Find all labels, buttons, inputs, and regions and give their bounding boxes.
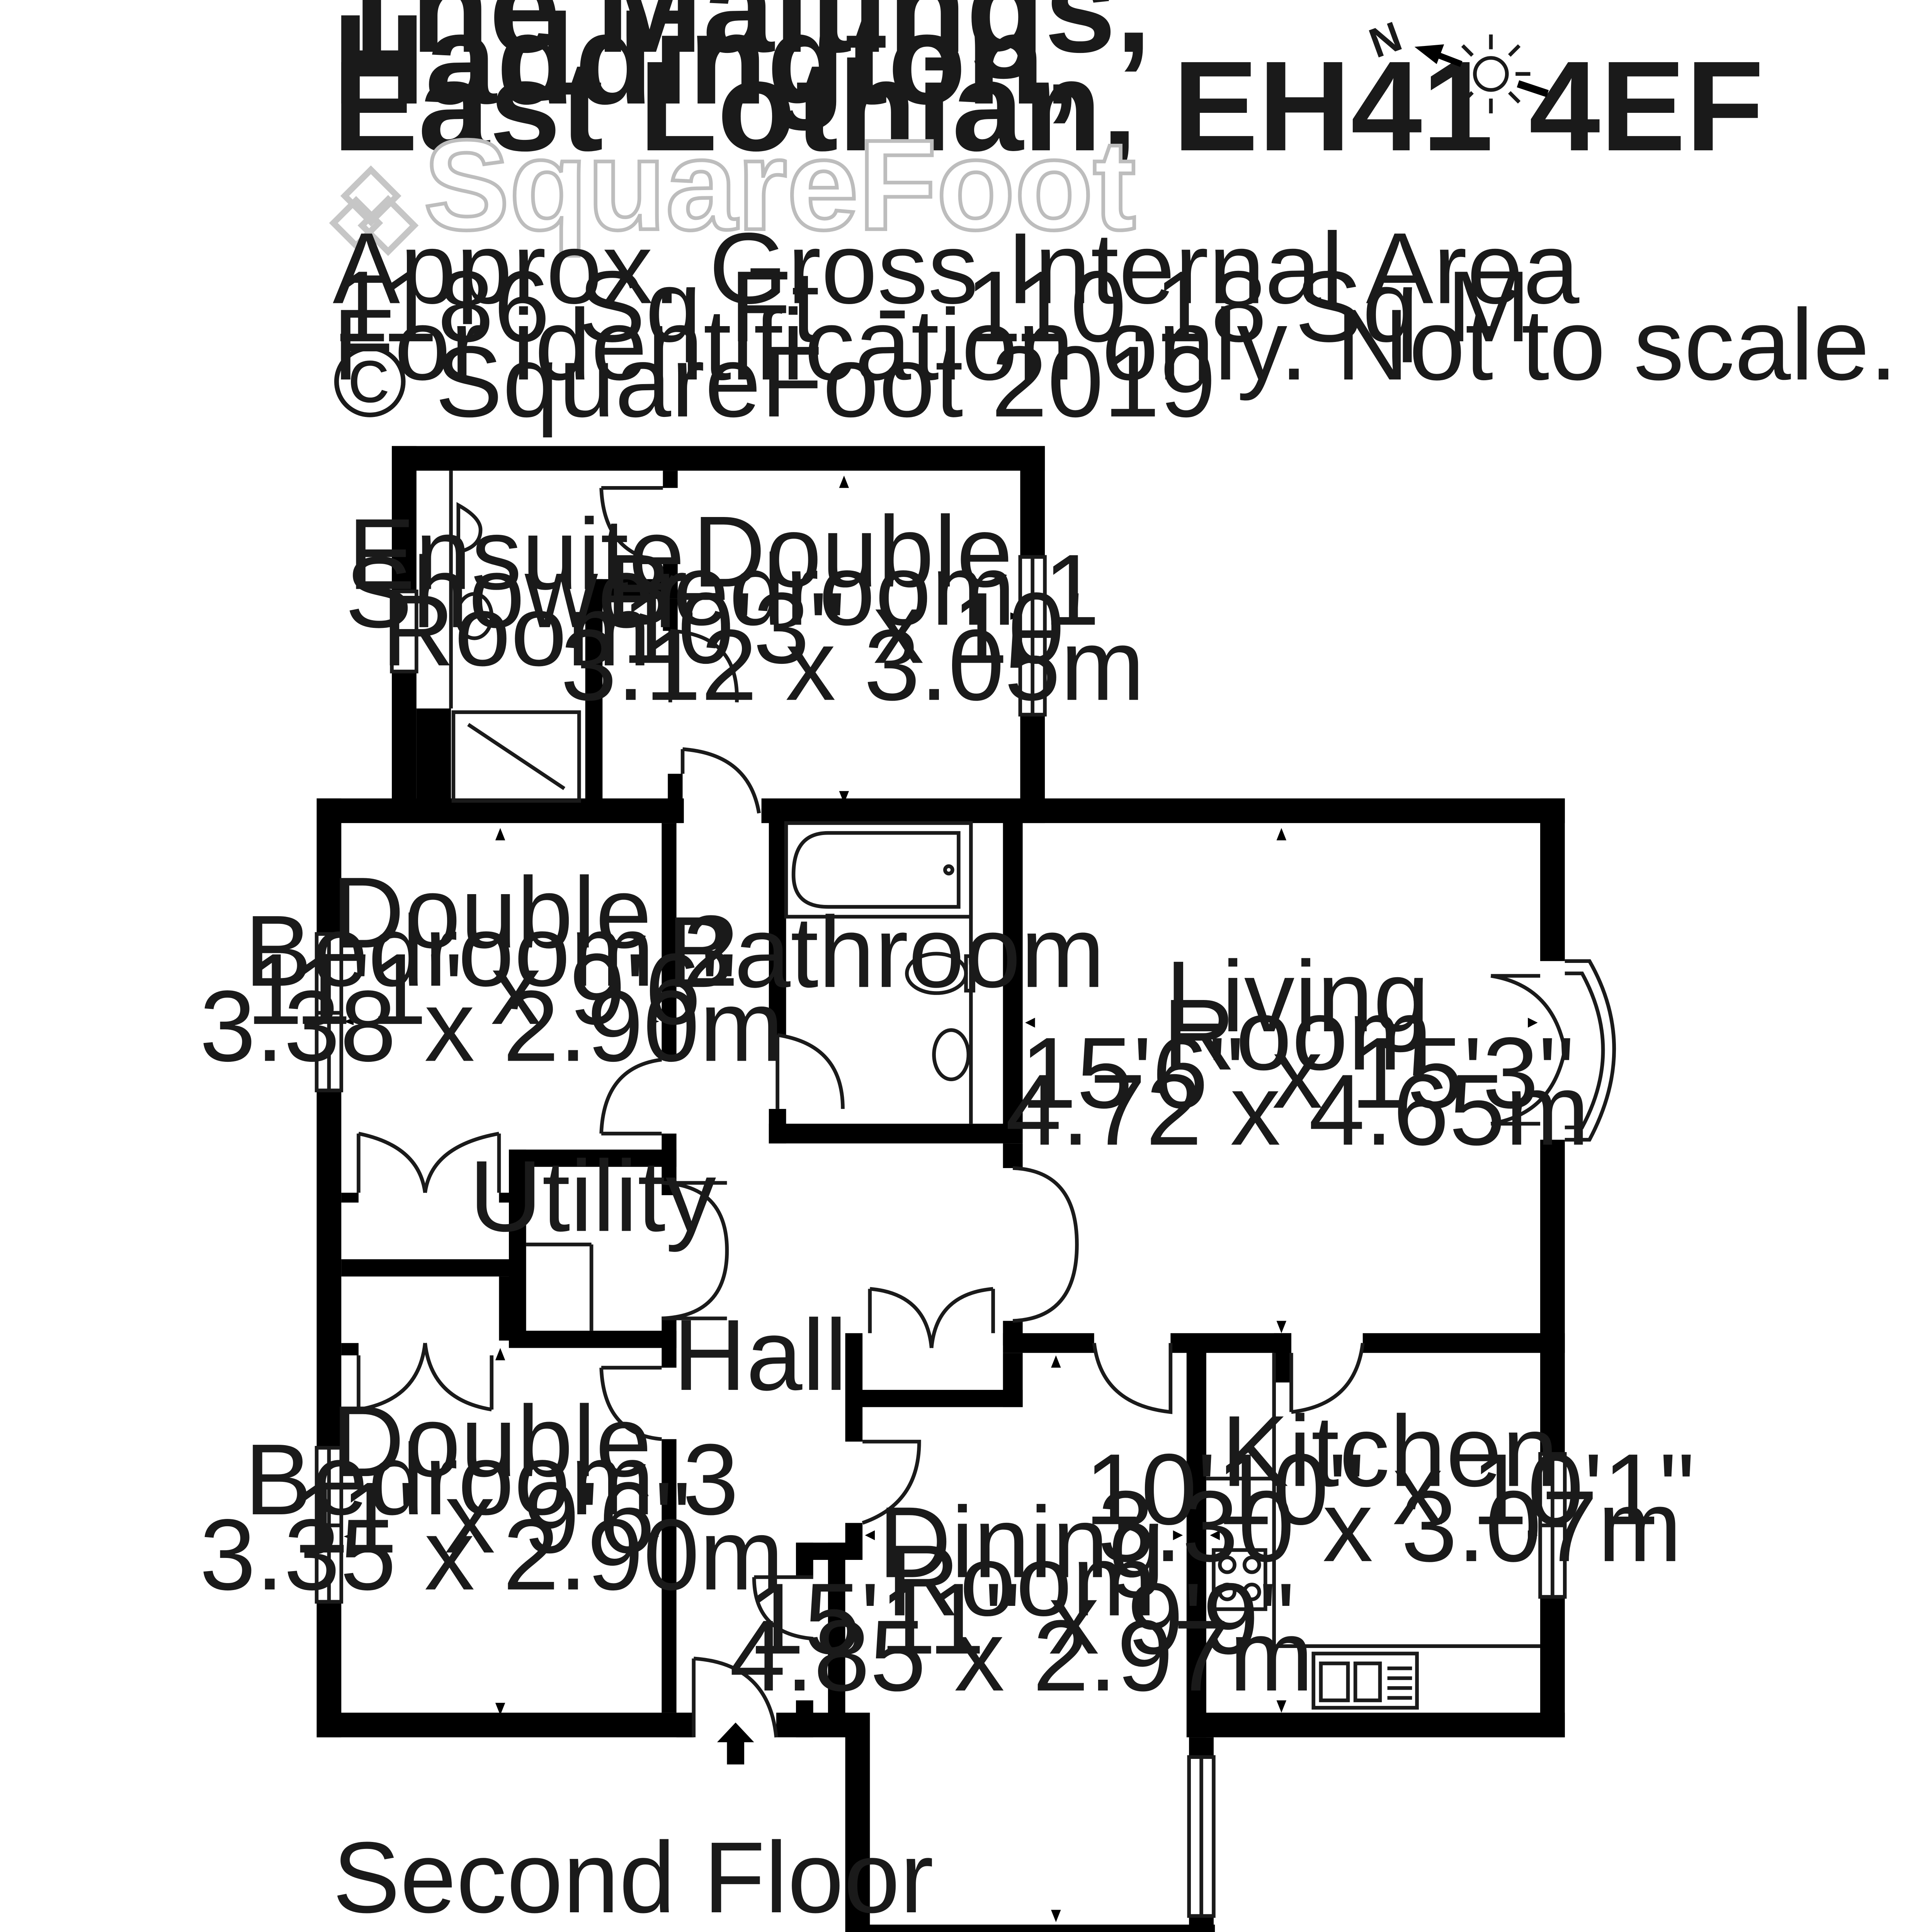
room-bedroom-1: Double Bedroom 1 10'3" x 10' 3.12 x 3.05… xyxy=(561,495,1145,721)
door xyxy=(668,629,739,702)
entrance-arrow-icon xyxy=(717,1722,754,1765)
door xyxy=(358,1131,500,1193)
door xyxy=(1012,1166,1079,1323)
room-label: Bedroom 3 xyxy=(245,1423,739,1536)
room-dimensions-metric: 3.30 x 3.07m xyxy=(1098,1470,1682,1583)
door xyxy=(680,747,761,814)
windows xyxy=(315,555,1616,1918)
room-label: Double xyxy=(332,1385,652,1498)
room-label: Hall xyxy=(673,1299,847,1412)
room-bedroom-2: Double Bedroom 2 11'1" x 9'6" 3.38 x 2.9… xyxy=(200,856,784,1082)
room-dimensions-metric: 3.12 x 3.05m xyxy=(561,609,1145,721)
squarefoot-logo: SquareFoot xyxy=(329,112,1138,259)
door xyxy=(599,486,663,564)
room-bedroom-3: Double Bedroom 3 11' x 9'6" 3.35 x 2.90m xyxy=(200,1385,784,1611)
door xyxy=(862,1440,921,1525)
floor-label: Second Floor xyxy=(333,1821,934,1932)
shower-tray-icon xyxy=(451,710,581,803)
room-dimensions-imperial: 10'3" x 10' xyxy=(622,572,1084,685)
area-value: 1186 Sq Ft - 110.18 Sq M xyxy=(333,250,1531,363)
scale-note: For identification only. Not to scale. xyxy=(333,288,1898,401)
room-utility: Utility xyxy=(469,1140,716,1253)
doors xyxy=(357,486,1567,1738)
room-ensuite: Ensuite Shower Room xyxy=(345,498,688,687)
logo-diamond-icon xyxy=(329,165,419,256)
room-label: Utility xyxy=(469,1140,716,1253)
door xyxy=(358,1343,492,1412)
bath-icon xyxy=(791,831,961,909)
room-label: Double xyxy=(692,495,1013,608)
room-dimensions-imperial: 10'10" x 10'1" xyxy=(1085,1433,1695,1546)
room-label: Double xyxy=(332,856,652,969)
fixtures xyxy=(449,471,1540,1710)
address-line-1: The Maltings, xyxy=(333,0,1151,80)
room-dimensions-imperial: 15'11" x 9'9" xyxy=(748,1562,1295,1675)
door xyxy=(692,1656,778,1738)
address-line-3: East Lothian, EH41 4EF xyxy=(333,35,1764,178)
door xyxy=(1289,1343,1365,1414)
room-label: Dining xyxy=(878,1486,1165,1599)
door xyxy=(1490,974,1567,1126)
room-kitchen: Kitchen 10'10" x 10'1" 3.30 x 3.07m xyxy=(1085,1395,1695,1583)
door xyxy=(869,1287,993,1348)
room-dimensions-imperial: 11'1" x 9'6" xyxy=(247,933,737,1046)
window xyxy=(390,589,418,673)
toilet-icon xyxy=(456,502,483,554)
room-living: Living Room 15'6" x 15'3" 4.72 x 4.65m xyxy=(1005,940,1590,1166)
room-label: Living xyxy=(1165,940,1429,1053)
room-label: Shower xyxy=(345,536,688,649)
room-label: Room xyxy=(1163,978,1432,1091)
room-dimensions-metric: 4.72 x 4.65m xyxy=(1005,1053,1590,1166)
room-dining: Dining Room 15'11" x 9'9" 4.85 x 2.97m xyxy=(730,1486,1314,1712)
room-dimensions-metric: 3.35 x 2.90m xyxy=(200,1498,784,1611)
room-dimensions-imperial: 15'6" x 15'3" xyxy=(1020,1017,1575,1129)
room-dimensions-imperial: 11' x 9'6" xyxy=(293,1461,691,1574)
copyright: © SquareFoot 2019 xyxy=(333,325,1216,439)
sun-icon xyxy=(1451,34,1531,114)
logo-text: SquareFoot xyxy=(424,114,1136,257)
door xyxy=(599,1058,662,1136)
hob-icon xyxy=(1212,1548,1267,1611)
room-dimensions-metric: 3.38 x 2.90m xyxy=(200,970,784,1083)
area-label: Approx. Gross Internal Area xyxy=(333,212,1580,325)
room-dimensions-metric: 4.85 x 2.97m xyxy=(730,1599,1314,1712)
room-label: Bathroom xyxy=(667,896,1105,1009)
room-bathroom: Bathroom xyxy=(667,896,1105,1009)
walls xyxy=(316,446,1565,1932)
basin-icon xyxy=(455,592,494,640)
door xyxy=(776,1033,845,1109)
sink-icon xyxy=(1311,1651,1419,1710)
door xyxy=(1092,1343,1173,1414)
door xyxy=(599,1366,662,1441)
room-label: Ensuite xyxy=(348,498,685,611)
room-label: Kitchen xyxy=(1221,1395,1558,1508)
basin-icon xyxy=(932,1028,971,1082)
dimension-arrows xyxy=(344,475,1538,1922)
address-line-2: Haddington, xyxy=(333,0,1080,131)
room-label: Room xyxy=(381,574,651,687)
room-label: Room xyxy=(887,1524,1156,1637)
bay-window xyxy=(1565,959,1616,1142)
door xyxy=(752,1575,813,1641)
room-hall: Hall xyxy=(673,1299,847,1412)
room-label: Bedroom 1 xyxy=(605,534,1100,646)
room-label: Bedroom 2 xyxy=(245,895,739,1007)
